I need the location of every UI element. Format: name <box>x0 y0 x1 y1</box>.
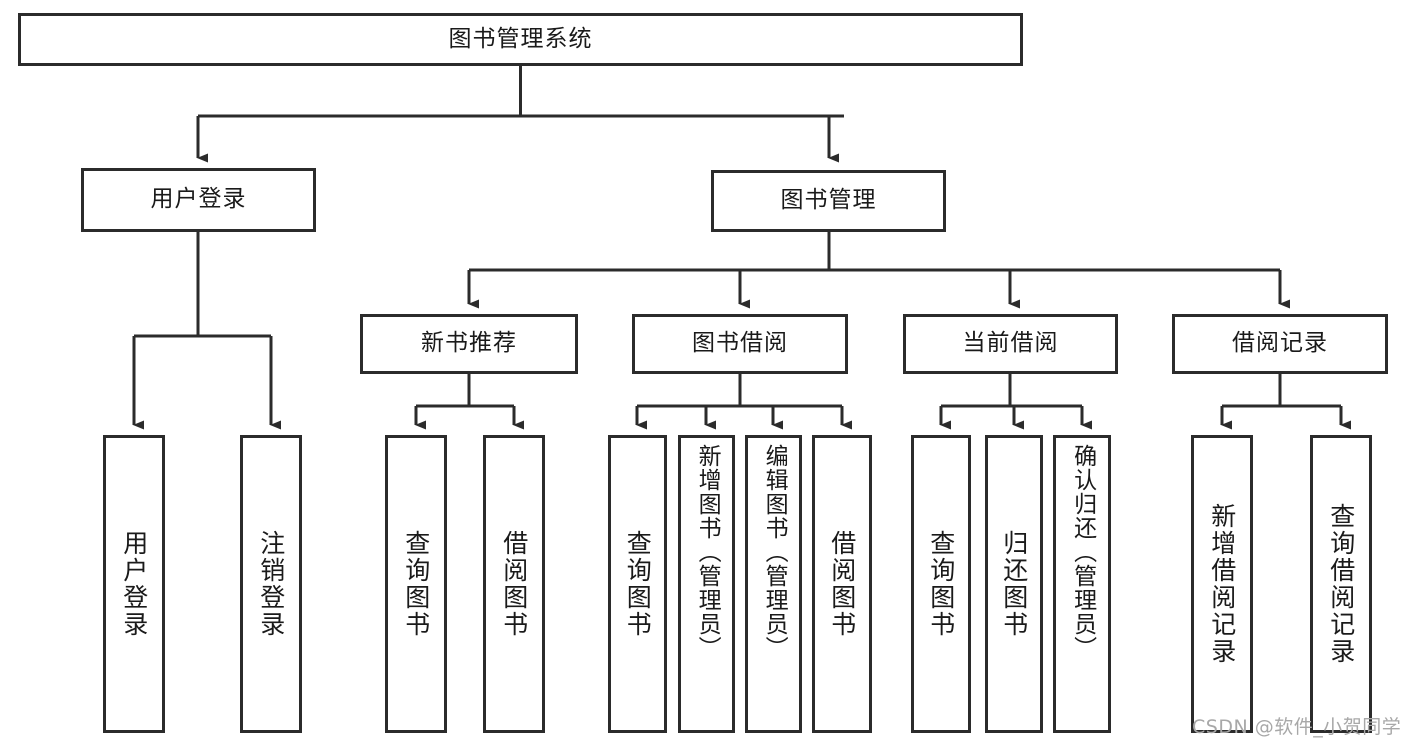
node-current-borrow-label: 当前借阅 <box>962 330 1059 357</box>
leaf-records-query-record[interactable]: 查询借阅记录 <box>1310 435 1372 733</box>
leaf-records-add-record[interactable]: 新增借阅记录 <box>1191 435 1253 733</box>
leaf-borrow-add-book-admin-label: 新增图书（管理员） <box>694 444 721 660</box>
node-new-book-recommend-label: 新书推荐 <box>421 330 517 357</box>
node-book-management-label: 图书管理 <box>780 187 877 214</box>
leaf-current-return-book-label: 归还图书 <box>999 530 1029 638</box>
leaf-current-query-book[interactable]: 查询图书 <box>911 435 971 733</box>
leaf-borrow-edit-book-admin[interactable]: 编辑图书（管理员） <box>745 435 802 733</box>
leaf-user-logout-label: 注销登录 <box>256 530 286 638</box>
node-user-login[interactable]: 用户登录 <box>81 168 316 232</box>
leaf-records-query-record-label: 查询借阅记录 <box>1326 503 1356 665</box>
leaf-borrow-query-book-label: 查询图书 <box>623 530 653 638</box>
node-book-borrow-label: 图书借阅 <box>692 330 788 357</box>
leaf-newbook-query-book-label: 查询图书 <box>401 530 431 638</box>
node-borrow-records-label: 借阅记录 <box>1232 330 1328 357</box>
leaf-current-return-book[interactable]: 归还图书 <box>985 435 1043 733</box>
leaf-records-add-record-label: 新增借阅记录 <box>1207 503 1237 665</box>
leaf-current-query-book-label: 查询图书 <box>926 530 956 638</box>
leaf-user-login[interactable]: 用户登录 <box>103 435 165 733</box>
node-new-book-recommend[interactable]: 新书推荐 <box>360 314 578 374</box>
leaf-current-confirm-return-admin[interactable]: 确认归还（管理员） <box>1053 435 1111 733</box>
leaf-borrow-add-book-admin[interactable]: 新增图书（管理员） <box>678 435 735 733</box>
csdn-watermark: CSDN @软件_小贺同学 <box>1192 716 1402 738</box>
leaf-borrow-edit-book-admin-label: 编辑图书（管理员） <box>761 444 788 660</box>
leaf-borrow-borrow-book[interactable]: 借阅图书 <box>812 435 872 733</box>
leaf-newbook-borrow-book-label: 借阅图书 <box>499 530 529 638</box>
leaf-user-login-label: 用户登录 <box>119 530 149 638</box>
leaf-newbook-borrow-book[interactable]: 借阅图书 <box>483 435 545 733</box>
node-root-label: 图书管理系统 <box>448 25 593 52</box>
node-root[interactable]: 图书管理系统 <box>18 13 1023 66</box>
leaf-newbook-query-book[interactable]: 查询图书 <box>385 435 447 733</box>
leaf-user-logout[interactable]: 注销登录 <box>240 435 302 733</box>
node-current-borrow[interactable]: 当前借阅 <box>903 314 1118 374</box>
leaf-borrow-query-book[interactable]: 查询图书 <box>608 435 667 733</box>
node-book-borrow[interactable]: 图书借阅 <box>632 314 848 374</box>
node-borrow-records[interactable]: 借阅记录 <box>1172 314 1388 374</box>
leaf-borrow-borrow-book-label: 借阅图书 <box>827 530 857 638</box>
leaf-current-confirm-return-admin-label: 确认归还（管理员） <box>1069 444 1096 660</box>
node-book-management[interactable]: 图书管理 <box>711 170 946 232</box>
node-user-login-label: 用户登录 <box>150 186 247 213</box>
